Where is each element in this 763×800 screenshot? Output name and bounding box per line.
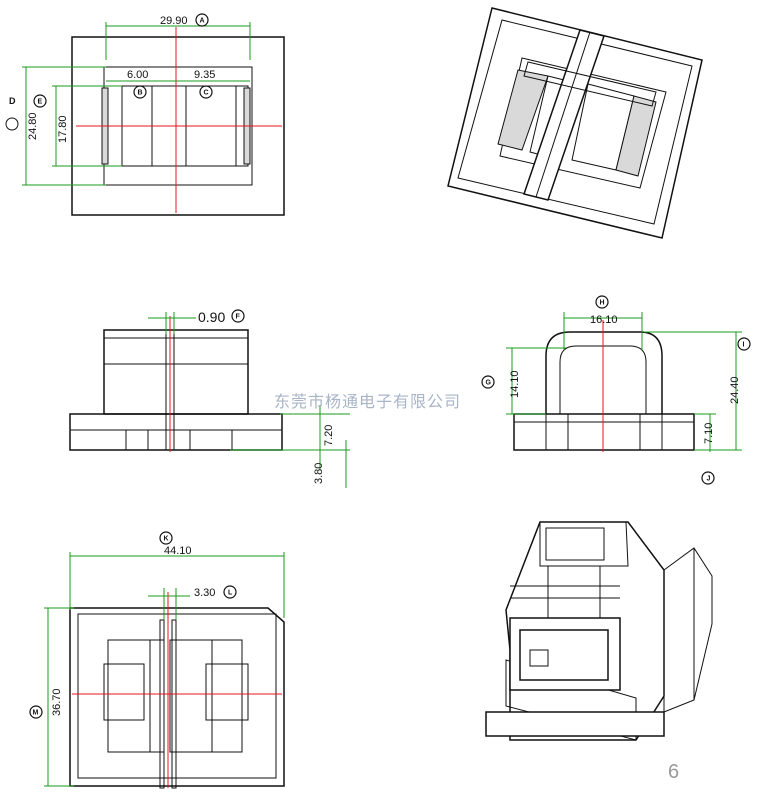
dim-K-value: 44.10: [164, 545, 192, 557]
svg-text:I: I: [743, 342, 745, 349]
dim-C-value: 9.35: [194, 69, 215, 81]
dim-L-value: 3.30: [194, 587, 215, 599]
svg-text:L: L: [228, 590, 233, 597]
dim-side-h1: 7.20: [323, 425, 335, 446]
dim-F-value: 0.90: [198, 309, 225, 325]
label-E: E: [33, 94, 47, 108]
bottom-view: 44.10 K 3.30 L 36.70 M: [29, 531, 285, 789]
svg-text:K: K: [164, 536, 169, 543]
label-D: D: [9, 96, 16, 106]
svg-text:J: J: [707, 476, 711, 483]
isometric-top-view: [447, 7, 703, 239]
dim-A-value: 29.90: [160, 15, 188, 27]
label-C: C: [199, 85, 213, 99]
company-watermark: 东莞市杨通电子有限公司: [274, 392, 461, 411]
dim-I-value: 24.40: [729, 376, 741, 404]
dim-D-value: 24.80: [27, 112, 39, 140]
svg-text:G: G: [486, 380, 492, 387]
dim-H-value: 16.10: [590, 314, 618, 326]
label-K: K: [159, 531, 173, 545]
label-A: A: [195, 13, 209, 27]
dim-G-value: 14.10: [509, 370, 521, 398]
svg-text:C: C: [204, 90, 209, 97]
svg-text:H: H: [600, 300, 605, 307]
top-view: 29.90 A 6.00 9.35 B C 24.80 17.80 D E: [5, 13, 285, 216]
front-view: 16.10 H 14.10 G 24.40 I 7.10 J: [481, 295, 751, 485]
dim-J-value: 7.10: [703, 423, 715, 444]
page-number: 6: [668, 761, 679, 783]
label-I: I: [737, 337, 751, 351]
svg-text:E: E: [38, 99, 43, 106]
label-L: L: [223, 585, 237, 599]
label-G: G: [481, 375, 495, 389]
isometric-bottom-view: [485, 521, 713, 741]
label-J: J: [701, 471, 715, 485]
svg-text:A: A: [200, 18, 205, 25]
svg-text:M: M: [33, 710, 39, 717]
label-M: M: [29, 705, 43, 719]
dim-E-value: 17.80: [57, 115, 69, 143]
dim-B-value: 6.00: [127, 69, 148, 81]
label-B: B: [133, 85, 147, 99]
label-H: H: [595, 295, 609, 309]
dim-side-h2: 3.80: [313, 463, 325, 484]
svg-text:B: B: [138, 90, 143, 97]
svg-text:F: F: [236, 314, 241, 321]
label-F: F: [231, 309, 245, 323]
dim-M-value: 36.70: [51, 688, 63, 716]
side-view: 0.90 F 7.20 3.80: [69, 309, 350, 488]
